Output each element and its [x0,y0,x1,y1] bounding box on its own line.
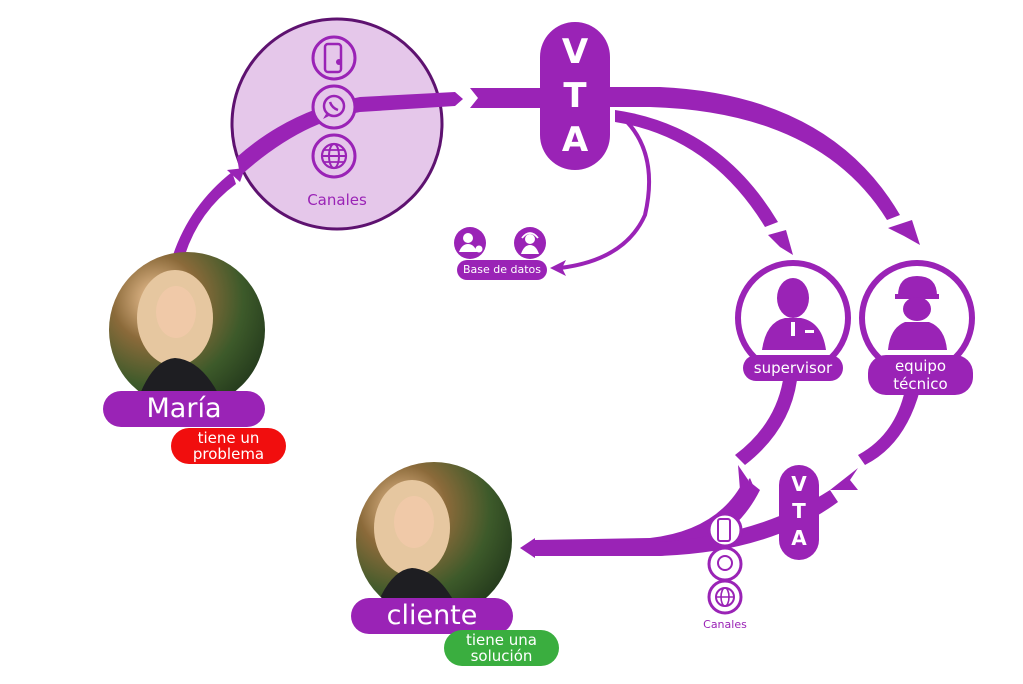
supervisor-icon [762,278,826,350]
arrow-vta-to-technical-head [888,220,920,245]
smartphone-touch-icon [311,35,357,81]
admin-user-gear-icon [454,227,486,259]
client-status-badge: tiene una solución [444,630,559,666]
supervisor-label: supervisor [743,355,843,381]
arrow-vta-to-database [559,113,652,270]
maria-status-line1: tiene un [197,429,260,447]
support-agent-headset-icon [514,227,546,259]
maria-status-line2: problema [192,445,265,463]
maria-photo [109,252,265,408]
globe-icon [311,133,357,179]
arrow-vta-bottom-merge [660,490,838,556]
vta-bottom-badge: V T A [779,465,819,560]
technical-team-label: equipo técnico [868,355,973,395]
arrow-vta-to-client [535,478,760,556]
globe-icon [707,579,743,615]
arrow-vta-to-supervisor-head [768,230,793,255]
vta-letter-a: A [791,526,807,550]
vta-letter-v: V [561,32,589,72]
arrow-technical-to-vta [858,390,920,465]
client-status-line1: tiene una [466,631,537,649]
arrow-vta-to-technical [610,87,900,220]
arrow-supervisor-to-client [735,380,797,465]
arrow-vta-to-supervisor [615,110,778,227]
arrow-maria-to-channels [173,172,236,258]
worker-hardhat-icon [888,276,947,350]
vta-letter-v: V [791,472,807,496]
technical-team-label-line2: técnico [893,375,948,393]
vta-top-badge: V T A [540,22,610,170]
vta-letter-a: A [561,120,589,160]
client-name-label: cliente [351,598,513,634]
database-label: Base de datos [457,260,547,280]
client-photo [356,462,512,618]
channels-bottom-label: Canales [703,618,747,631]
arrow-vta-to-client-head [520,538,535,558]
maria-name-label: María [103,391,265,427]
whatsapp-icon [707,546,743,582]
technical-team-label-line1: equipo [894,357,947,375]
smartphone-touch-icon [707,512,743,548]
vta-letter-t: T [792,499,806,523]
arrow-channels-to-vta-tip [470,88,548,108]
vta-letter-t: T [563,76,587,116]
channels-label: Canales [307,191,367,209]
maria-status-badge: tiene un problema [171,428,286,464]
client-status-line2: solución [470,647,533,665]
arrow-vta-to-database-head [550,260,566,276]
arrow-technical-down-head [830,468,858,490]
whatsapp-icon [311,84,357,130]
